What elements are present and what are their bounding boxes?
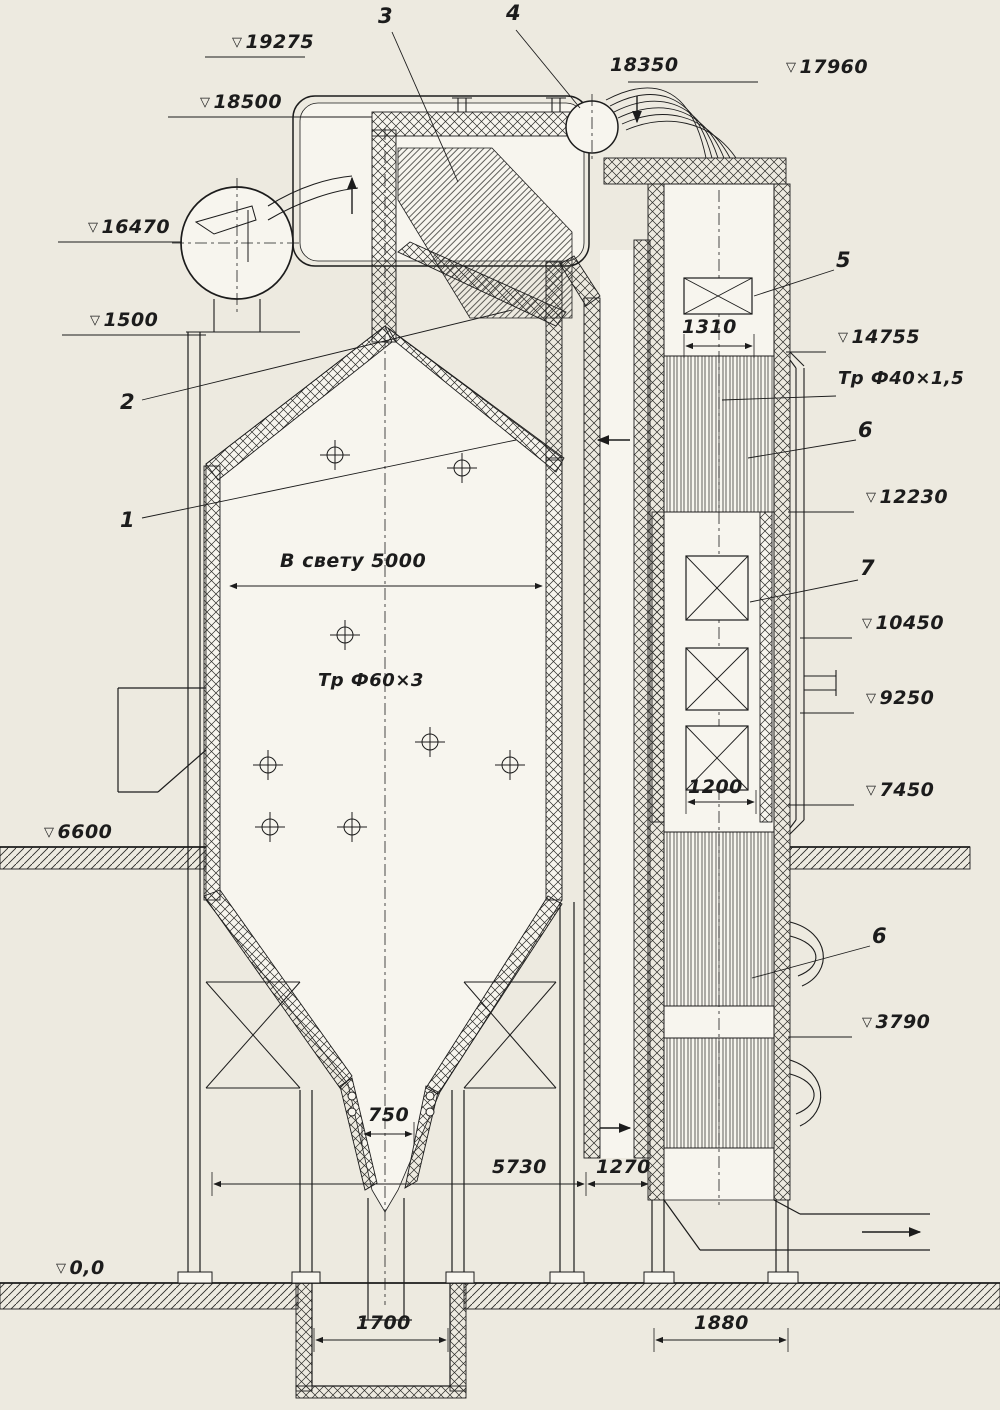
elevation-value: 18350 [610,54,679,76]
elevation-marker-icon: ▽ [862,616,873,631]
part-number: 5 [836,248,852,272]
elevation-value: 0,0 [69,1257,105,1279]
elevation-mark: ▽9250 [866,687,934,709]
elevation-mark: ▽18500 [200,91,282,113]
elevation-value: 16470 [101,216,171,238]
elevation-value: 9250 [879,687,935,709]
elevation-value: 12230 [879,486,949,508]
elevation-mark: ▽17960 [786,56,868,78]
elevation-value: 14755 [851,326,921,348]
dimension-label: 1310 [682,316,737,338]
elevation-marker-icon: ▽ [838,330,849,345]
elevation-mark: ▽10450 [862,612,944,634]
part-number: 2 [120,390,136,414]
dimension-label: 5730 [492,1156,547,1178]
elevation-mark: ▽0,0 [56,1257,105,1279]
elevation-mark: ▽7450 [866,779,934,801]
part-number: 3 [378,4,394,28]
elevation-marker-icon: ▽ [862,1015,873,1030]
elevation-value: 17960 [799,56,869,78]
elevation-value: 18500 [213,91,283,113]
elevation-value: 1500 [103,309,159,331]
elevation-mark: ▽12230 [866,486,948,508]
elevation-marker-icon: ▽ [866,691,877,706]
elevation-marker-icon: ▽ [866,490,877,505]
elevation-marker-icon: ▽ [90,313,101,328]
elevation-marker-icon: ▽ [232,35,243,50]
elevation-marker-icon: ▽ [866,783,877,798]
elevation-marker-icon: ▽ [56,1261,67,1276]
elevation-marker-icon: ▽ [44,825,55,840]
annotation-tube-spec: Тр Ф40×1,5 [838,368,965,389]
elevation-mark: ▽6600 [44,821,112,843]
elevation-value: 3790 [875,1011,931,1033]
part-number: 1 [120,508,136,532]
elevation-mark: ▽1500 [90,309,158,331]
elevation-value: 7450 [879,779,935,801]
elevation-mark: 18350 [610,54,679,76]
annotation-tube-spec: Тр Ф60×3 [318,670,424,691]
dimension-label: 1200 [688,776,743,798]
part-number: 6 [858,418,874,442]
elevation-mark: ▽16470 [88,216,170,238]
elevation-marker-icon: ▽ [88,220,99,235]
elevation-marker-icon: ▽ [786,60,797,75]
dimension-label: 1270 [596,1156,651,1178]
dimension-label: В свету 5000 [280,550,427,572]
elevation-value: 6600 [57,821,113,843]
part-number: 4 [506,1,522,25]
elevation-marker-icon: ▽ [200,95,211,110]
dimension-label: 1700 [356,1312,411,1334]
elevation-mark: ▽14755 [838,326,920,348]
elevation-value: 10450 [875,612,945,634]
elevation-mark: ▽19275 [232,31,314,53]
part-number: 7 [860,556,876,580]
part-number: 6 [872,924,888,948]
dimension-label: 1880 [694,1312,749,1334]
dimension-label: 750 [368,1104,410,1126]
elevation-mark: ▽3790 [862,1011,930,1033]
elevation-value: 19275 [245,31,315,53]
